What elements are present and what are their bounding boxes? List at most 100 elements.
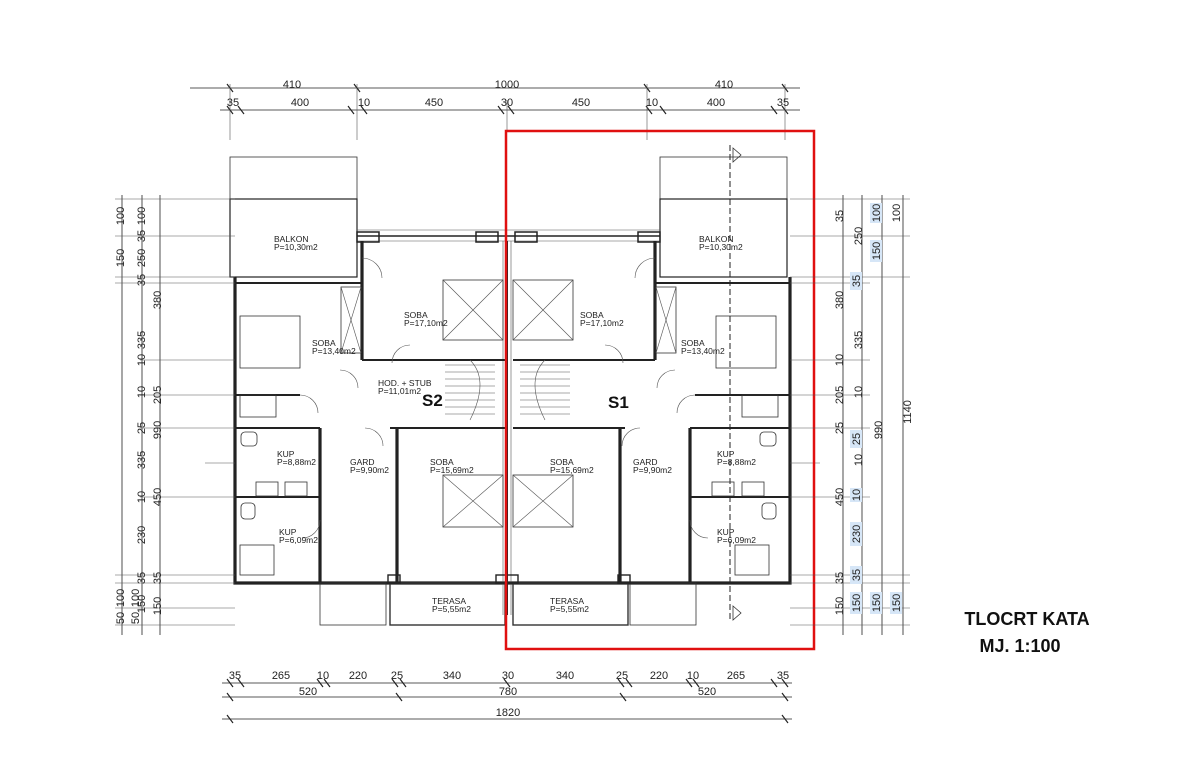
dim-left-b6: 10 [136,354,148,366]
dim-bot-r1-11: 265 [727,670,745,682]
dim-right-b0: 100 [871,204,883,222]
dim-right-a6: 205 [834,386,846,404]
dim-left-b5: 335 [136,331,148,349]
dim-bot-r1-2: 10 [317,670,329,682]
dim-bot-r1-6: 30 [502,670,514,682]
dim-left-b2: 250 [136,249,148,267]
dim-bot-r1-10: 10 [687,670,699,682]
dim-right-c1: 990 [873,421,885,439]
dim-top-r1-1: 1000 [495,79,519,91]
dim-right-b2: 35 [851,275,863,287]
dim-left-b15: 35 [152,572,164,584]
dim-left-b14: 35 [136,572,148,584]
dim-top-r2-1: 400 [291,97,309,109]
right-dimensions: 35 250 380 335 10 205 10 25 10 450 35 15… [790,195,914,635]
dim-left-b4: 380 [152,291,164,309]
dim-left-b11: 10 [136,491,148,503]
room-soba-bl-area: P=15,69m2 [430,465,474,475]
dim-top-r2-6: 10 [646,97,658,109]
dim-right-b5: 25 [851,433,863,445]
dim-left-c3: 50 [130,612,142,624]
room-kup-r1-area: P=8,88m2 [717,457,756,467]
dim-right-a10: 10 [853,454,865,466]
dim-right-b9: 150 [851,594,863,612]
room-terasa-l-name: TERASA [432,596,466,606]
left-dimensions: 990 100 150 100 35 250 35 380 335 10 205… [115,195,235,635]
room-balkon-left-area: P=10,30m2 [274,242,318,252]
dim-left-a1: 150 [115,249,127,267]
room-kup-l2-name: KUP [279,527,297,537]
dim-left-b10: 335 [136,451,148,469]
room-soba-tr-area: P=17,10m2 [580,318,624,328]
dim-left-b0: 100 [136,207,148,225]
dim-left-b13: 230 [136,526,148,544]
dim-right-c2: 150 [871,594,883,612]
room-kup-l1-area: P=8,88m2 [277,457,316,467]
dim-left-b3: 35 [136,274,148,286]
dim-right-a3: 380 [834,291,846,309]
dim-right-c3: 150 [891,594,903,612]
room-balkon-right-area: P=10,30m2 [699,242,743,252]
dim-bot-r1-8: 25 [616,670,628,682]
dim-top-r2-3: 450 [425,97,443,109]
dim-top-r2-8: 35 [777,97,789,109]
unit-label-s1: S1 [608,393,629,412]
room-soba-bl-name: SOBA [430,457,454,467]
dim-left-c0: 50 [115,612,127,624]
bottom-dimensions: 35 265 10 220 25 340 30 340 25 220 10 26… [222,670,792,724]
drawing-scale: MJ. 1:100 [979,636,1060,656]
room-kup-r2-name: KUP [717,527,735,537]
dim-right-a5: 10 [834,354,846,366]
room-soba-l-name: SOBA [312,338,336,348]
room-soba-r-area: P=13,40m2 [681,346,725,356]
dim-top-r2-4: 30 [501,97,513,109]
dim-left-c4: 100 [130,589,142,607]
room-labels: BALKON P=10,30m2 BALKON P=10,30m2 SOBA P… [274,234,756,614]
dim-top-r2-0: 35 [227,97,239,109]
dim-top-r2-2: 10 [358,97,370,109]
room-gard-l-name: GARD [350,457,375,467]
top-dimensions: 410 1000 410 35 400 10 450 30 450 10 400… [190,79,800,140]
dim-left-b9: 25 [136,422,148,434]
dim-left-c2: 150 [136,595,148,613]
dim-bot-r1-3: 220 [349,670,367,682]
room-kup-r2-area: P=6,09m2 [717,535,756,545]
room-terasa-r-name: TERASA [550,596,584,606]
dim-bot-r2-2: 520 [698,686,716,698]
dim-right-a13: 35 [834,572,846,584]
dim-left-c1: 100 [115,589,127,607]
dim-top-r1-2: 410 [715,79,733,91]
room-soba-l-area: P=13,40m2 [312,346,356,356]
dim-top-r2-5: 450 [572,97,590,109]
dim-right-a8: 25 [834,422,846,434]
dim-right-a1: 250 [853,227,865,245]
room-hod-area: P=11,01m2 [378,386,421,396]
dim-left-b12: 450 [152,488,164,506]
room-soba-br-area: P=15,69m2 [550,465,594,475]
room-gard-l-area: P=9,90m2 [350,465,389,475]
dim-bot-r2-0: 520 [299,686,317,698]
building-outline [205,145,820,626]
room-soba-tl-name: SOBA [404,310,428,320]
room-balkon-left-name: BALKON [274,234,309,244]
room-gard-r-area: P=9,90m2 [633,465,672,475]
dim-left-b1: 35 [136,230,148,242]
room-kup-l1-name: KUP [277,449,295,459]
room-soba-tl-area: P=17,10m2 [404,318,448,328]
room-terasa-r-area: P=5,55m2 [550,604,589,614]
room-terasa-l-area: P=5,55m2 [432,604,471,614]
dim-left-b7: 205 [152,386,164,404]
dim-right-a15: 150 [834,597,846,615]
dim-left-outer: 990 [152,421,164,439]
dim-bot-r1-0: 35 [229,670,241,682]
dim-top-r2-7: 400 [707,97,725,109]
dim-bot-r1-5: 340 [443,670,461,682]
dim-right-b8: 35 [851,569,863,581]
dim-right-b1: 150 [871,242,883,260]
room-gard-r-name: GARD [633,457,658,467]
dim-right-outer: 1140 [902,400,914,424]
dim-right-a7: 10 [853,386,865,398]
room-soba-tr-name: SOBA [580,310,604,320]
room-hod-name: HOD. + STUB [378,378,432,388]
